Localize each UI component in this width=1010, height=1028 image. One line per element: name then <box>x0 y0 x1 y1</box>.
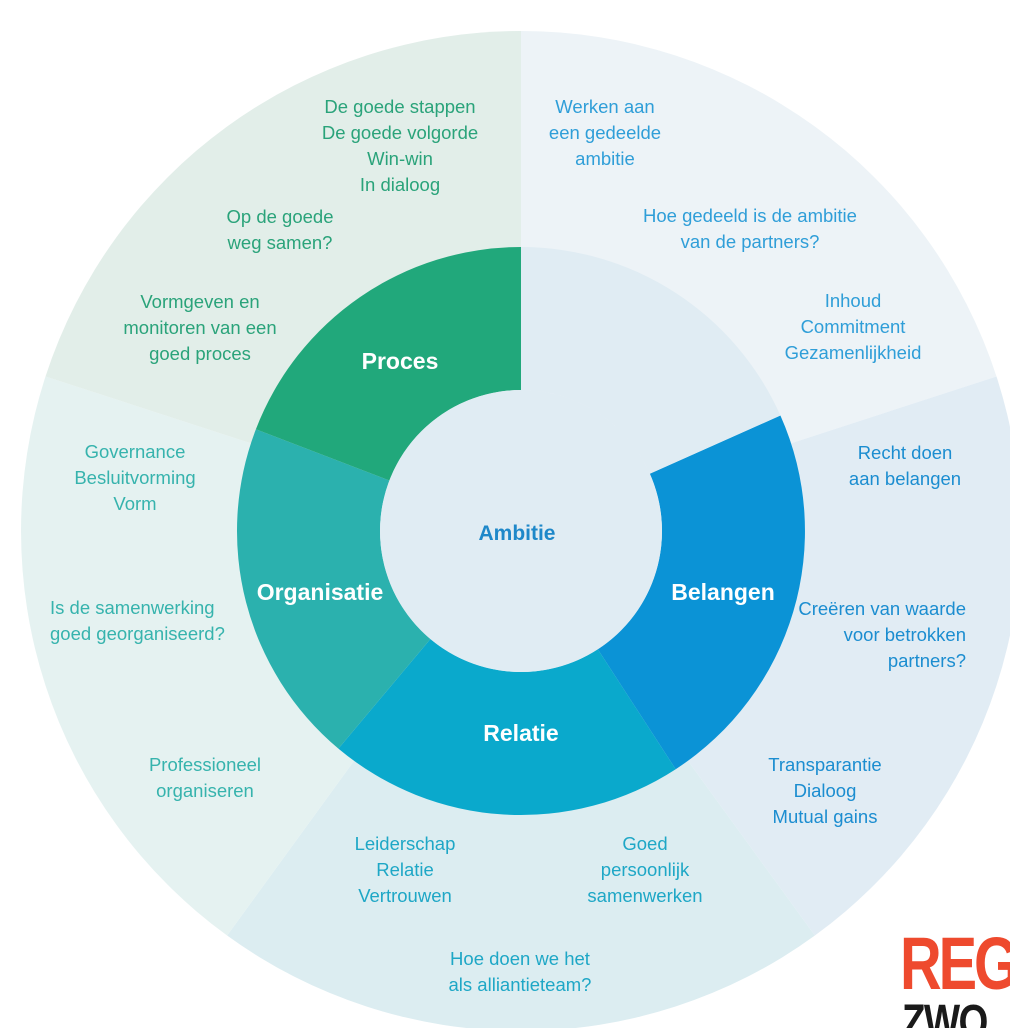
organisatie-items-line: Governance <box>84 441 186 462</box>
proces-question: Op de goede weg samen? <box>190 204 370 256</box>
proces-focus-line: Vormgeven en <box>140 291 260 312</box>
belangen-question: Creëren van waarde voor betrokken partne… <box>770 596 966 674</box>
ambitie-focus-line: ambitie <box>575 148 635 169</box>
ambitie-items-line: Gezamenlijkheid <box>784 342 922 363</box>
proces-question-line: weg samen? <box>227 232 333 253</box>
proces-focus-line: monitoren van een <box>123 317 277 338</box>
ambitie-focus-line: Werken aan <box>555 96 655 117</box>
organisatie-focus-line: Professioneel <box>148 754 262 775</box>
organisatie-question: Is de samenwerking goed georganiseerd? <box>50 595 270 647</box>
belangen-question-line: Creëren van waarde <box>798 598 966 619</box>
ambitie-items-line: Commitment <box>800 316 906 337</box>
organisatie-focus-line: organiseren <box>156 780 254 801</box>
relatie-items-line: Relatie <box>376 859 434 880</box>
segment-proces <box>255 247 521 481</box>
relatie-question-line: als alliantieteam? <box>448 974 592 995</box>
segment-label-relatie: Relatie <box>483 720 558 746</box>
ambitie-question-line: Hoe gedeeld is de ambitie <box>643 205 857 226</box>
segment-label-organisatie: Organisatie <box>257 579 384 605</box>
proces-steps-line: De goede stappen <box>324 96 476 117</box>
proces-steps: De goede stappen De goede volgorde Win-w… <box>300 94 500 198</box>
relatie-question: Hoe doen we het als alliantieteam? <box>420 946 620 998</box>
organisatie-focus: Professioneel organiseren <box>130 752 280 804</box>
relatie-question-line: Hoe doen we het <box>450 948 590 969</box>
regzwo-logo: REG ZWO <box>898 925 1010 1028</box>
relatie-focus-line: samenwerken <box>587 885 703 906</box>
belangen-items: Transparantie Dialoog Mutual gains <box>750 752 900 830</box>
belangen-focus: Recht doen aan belangen <box>830 440 980 492</box>
hub-circle <box>380 390 662 672</box>
ambitie-focus-line: een gedeelde <box>548 122 662 143</box>
proces-steps-line: De goede volgorde <box>321 122 479 143</box>
proces-focus-line: goed proces <box>149 343 251 364</box>
segment-relatie <box>338 639 676 816</box>
belangen-question-line: partners? <box>887 650 966 671</box>
proces-focus: Vormgeven en monitoren van een goed proc… <box>100 289 300 367</box>
proces-steps-line: Win-win <box>367 148 433 169</box>
ambitie-items-line: Inhoud <box>824 290 882 311</box>
ambitie-items: Inhoud Commitment Gezamenlijkheid <box>763 288 943 366</box>
belangen-focus-line: Recht doen <box>857 442 953 463</box>
segment-label-proces: Proces <box>362 348 439 374</box>
proces-steps-line: In dialoog <box>359 174 441 195</box>
hub-label: Ambitie <box>478 522 555 545</box>
organisatie-items-line: Besluitvorming <box>74 467 196 488</box>
ambitie-focus: Werken aan een gedeelde ambitie <box>530 94 680 172</box>
relatie-focus: Goed persoonlijk samenwerken <box>570 831 720 909</box>
organisatie-items: Governance Besluitvorming Vorm <box>55 439 215 517</box>
belangen-question-line: voor betrokken <box>843 624 966 645</box>
relatie-items-line: Vertrouwen <box>358 885 452 906</box>
relatie-items: Leiderschap Relatie Vertrouwen <box>340 831 470 909</box>
relatie-focus-line: Goed <box>622 833 668 854</box>
ambitie-question-line: van de partners? <box>680 231 820 252</box>
logo-text-top: REG <box>900 925 1010 1005</box>
organisatie-question-line: Is de samenwerking <box>50 597 215 618</box>
segment-label-belangen: Belangen <box>671 579 775 605</box>
belangen-items-line: Mutual gains <box>772 806 878 827</box>
organisatie-question-line: goed georganiseerd? <box>50 623 225 644</box>
ambitie-question: Hoe gedeeld is de ambitie van de partner… <box>620 203 880 255</box>
relatie-items-line: Leiderschap <box>354 833 456 854</box>
belangen-items-line: Dialoog <box>793 780 857 801</box>
logo-text-bottom: ZWO <box>902 996 988 1028</box>
segment-organisatie <box>236 429 431 749</box>
relatie-focus-line: persoonlijk <box>600 859 690 880</box>
belangen-focus-line: aan belangen <box>848 468 962 489</box>
segment-ambitie <box>521 247 781 474</box>
segment-belangen <box>597 415 805 770</box>
proces-question-line: Op de goede <box>226 206 334 227</box>
organisatie-items-line: Vorm <box>113 493 157 514</box>
inner-ring <box>236 247 805 816</box>
belangen-items-line: Transparantie <box>768 754 882 775</box>
